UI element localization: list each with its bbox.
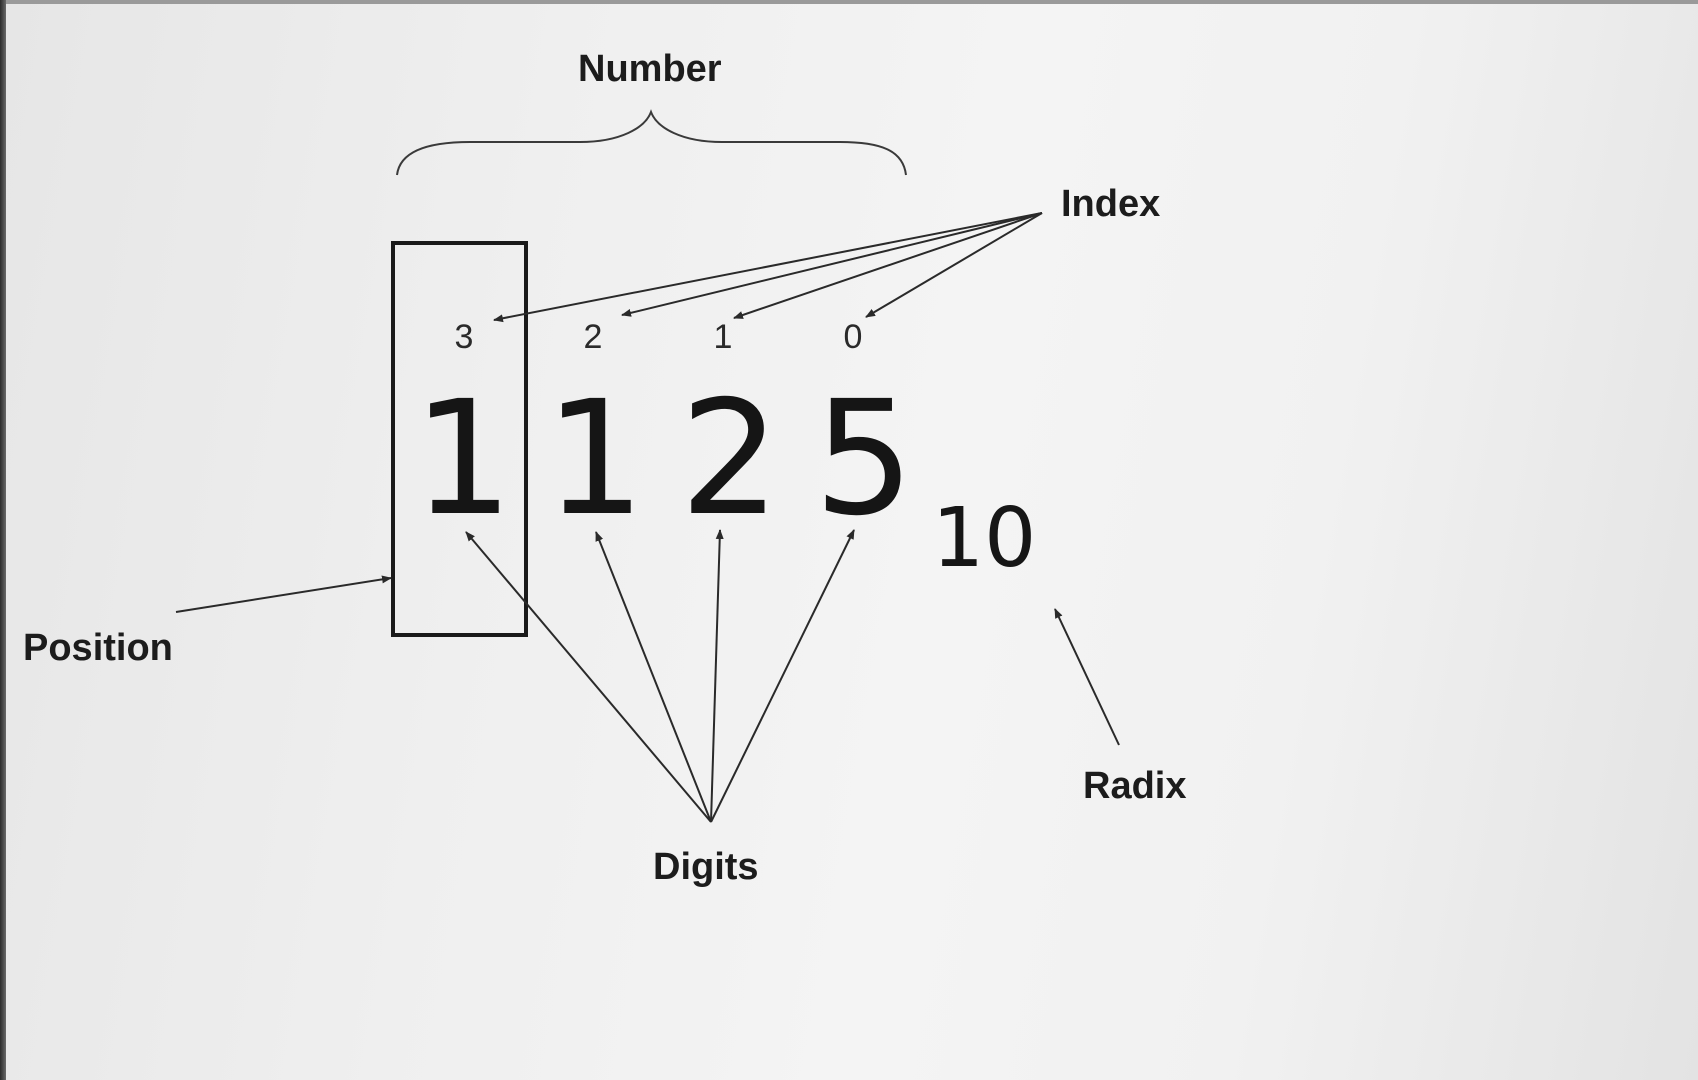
index-label: Index [1061, 183, 1161, 225]
position-box [391, 241, 528, 637]
digit-4: 5 [813, 367, 915, 551]
digit-2: 1 [544, 367, 646, 551]
digit-1: 1 [412, 367, 514, 551]
index-value-3: 3 [454, 318, 474, 356]
digits-label: Digits [653, 846, 759, 888]
radix-label: Radix [1083, 765, 1187, 807]
index-arrow-2 [621, 212, 1043, 317]
radix-subscript: 10 [932, 491, 1037, 586]
index-value-0: 0 [843, 318, 863, 356]
monitor-bezel-left [0, 0, 6, 1080]
position-label: Position [23, 627, 173, 669]
index-arrows [493, 212, 1043, 323]
digits-arrow-3 [710, 529, 724, 823]
index-value-2: 2 [583, 318, 603, 356]
index-arrow-3 [493, 212, 1043, 323]
digits-arrow-1 [465, 531, 712, 823]
number-label: Number [578, 48, 722, 90]
digit-3: 2 [679, 367, 781, 551]
monitor-bezel-top [0, 0, 1698, 4]
index-arrow-0 [865, 212, 1043, 318]
index-value-1: 1 [713, 318, 733, 356]
digits-arrow-4 [710, 529, 855, 823]
radix-arrow [1054, 608, 1120, 746]
digits-arrow-2 [595, 531, 712, 823]
index-arrow-1 [733, 212, 1043, 319]
position-arrow [175, 575, 392, 613]
number-brace [396, 109, 907, 176]
digits-arrows [465, 529, 855, 823]
